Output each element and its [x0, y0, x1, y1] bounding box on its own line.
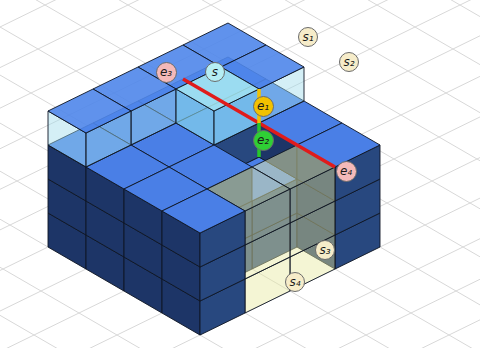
grid-line: [0, 0, 398, 269]
label-circle: e₃: [156, 62, 177, 83]
edge-markers: [183, 79, 335, 167]
grid-line: [0, 5, 480, 348]
callout-label: s: [212, 66, 218, 78]
label-circle: s₁: [298, 27, 318, 47]
grid-line: [0, 27, 480, 348]
grid-line: [0, 49, 473, 348]
grid-line: [14, 0, 480, 335]
grid-line: [0, 5, 480, 348]
callout-label: e₄: [340, 165, 352, 177]
grid-line: [0, 137, 293, 348]
grid-line: [0, 49, 480, 348]
highlight-edge: [183, 79, 259, 123]
callout-label: s₁: [302, 31, 313, 43]
cube-face: [162, 189, 245, 233]
callout-label: e₂: [257, 134, 269, 146]
grid-line: [0, 71, 428, 348]
label-circle: e₁: [253, 96, 274, 117]
cube-face: [48, 89, 131, 133]
callout-label: s₃: [319, 244, 330, 256]
voxel-cubes: [48, 23, 380, 335]
grid-line: [0, 0, 360, 247]
grid-line: [104, 0, 480, 291]
callout-label: s₄: [289, 276, 300, 288]
callout-label: s₂: [343, 56, 354, 68]
callout-label: e₁: [257, 100, 269, 112]
label-circle: e₄: [336, 161, 357, 182]
label-circle: s₄: [285, 272, 305, 292]
callout-label: e₃: [160, 66, 172, 78]
grid-line: [44, 137, 480, 348]
grid-line: [59, 0, 480, 313]
grid-line: [0, 0, 436, 291]
grid-line: [0, 0, 474, 313]
label-circle: e₂: [253, 130, 274, 151]
grid-line: [82, 159, 480, 348]
grid-line: [0, 0, 480, 335]
label-circle: s₃: [315, 240, 335, 260]
cube-face: [176, 67, 259, 111]
grid-line: [0, 71, 480, 348]
label-circle: s₂: [339, 52, 359, 72]
grid-line: [0, 115, 338, 348]
grid-line: [0, 27, 480, 348]
grid-line: [149, 0, 480, 269]
label-circle: s: [205, 62, 225, 82]
